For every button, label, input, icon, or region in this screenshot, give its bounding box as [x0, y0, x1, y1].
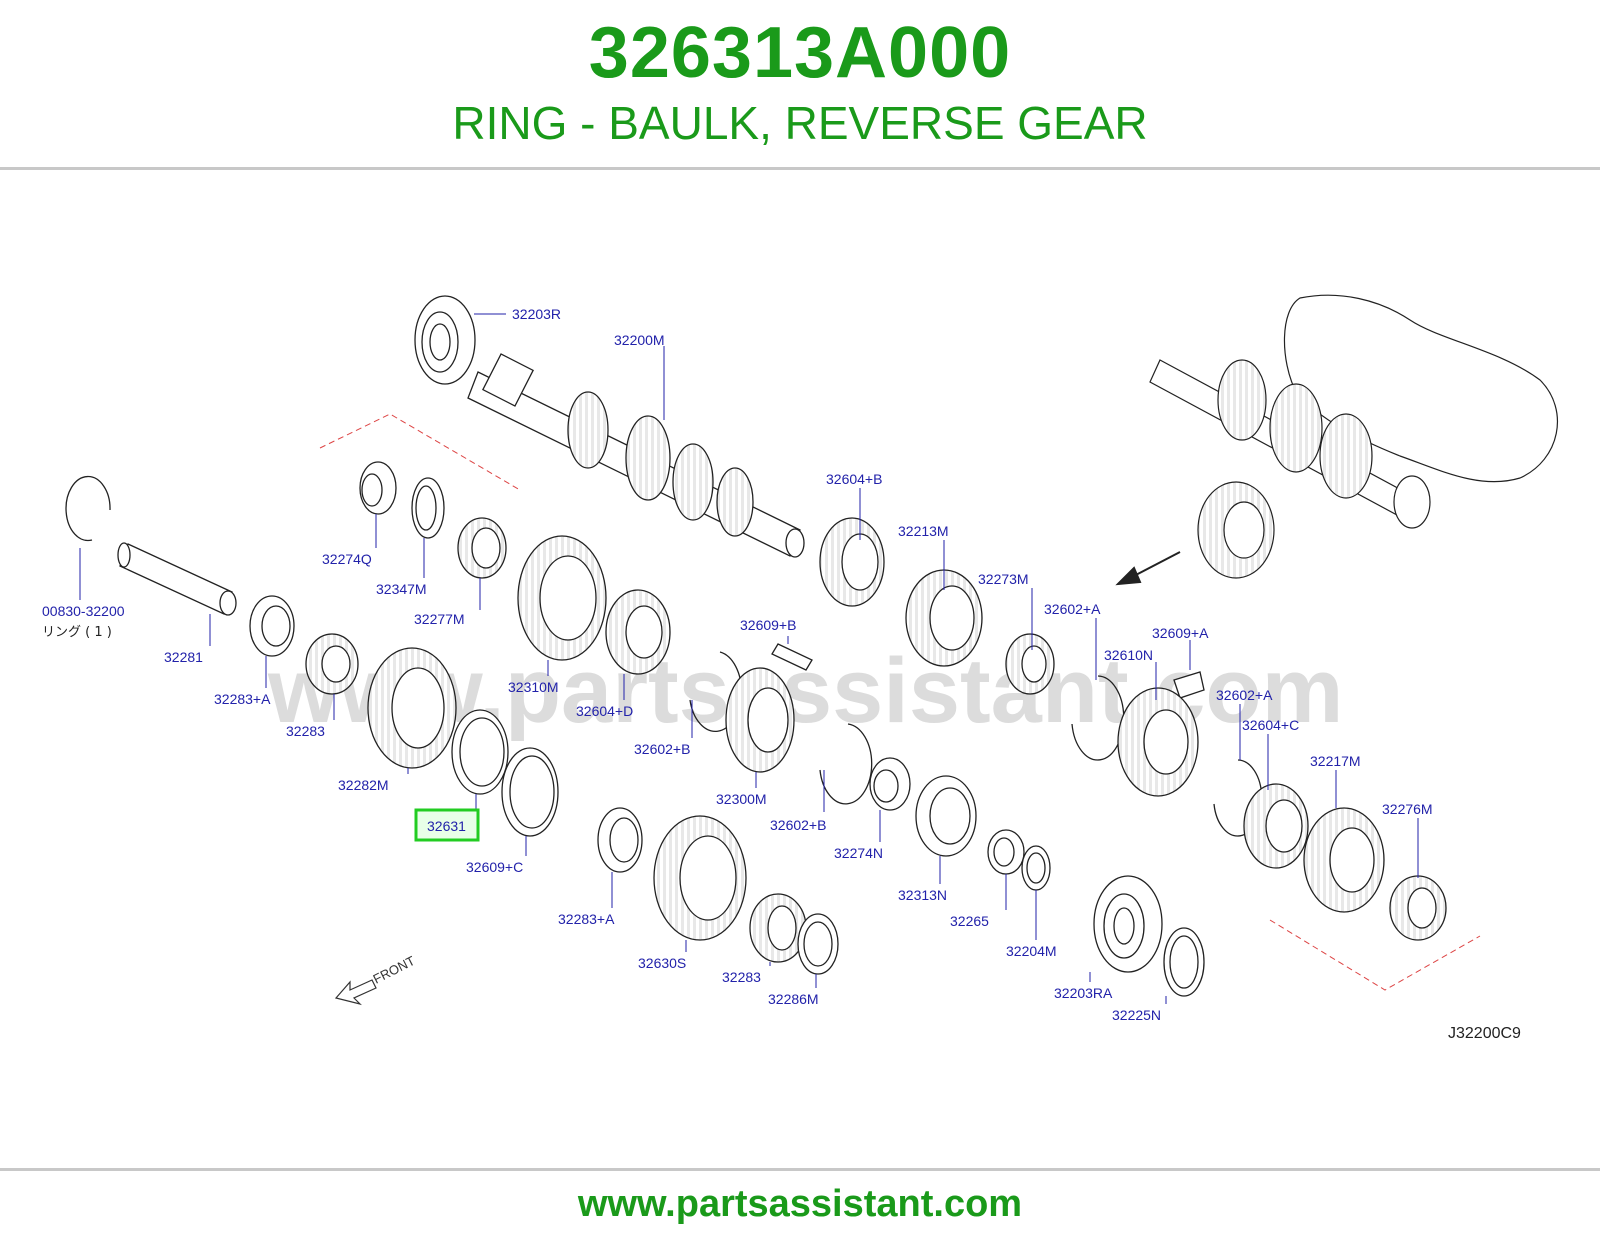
needle-bearing-32277M: [457, 517, 507, 579]
assembled-shaft-overview: [1149, 294, 1558, 579]
callout-32604D[interactable]: 32604+D: [576, 703, 633, 719]
sleeve-32300M: [725, 667, 795, 773]
needle-bearing-32273M: [1005, 633, 1055, 695]
snap-ring-32602A-upper: [1071, 675, 1125, 761]
callout-32282M[interactable]: 32282M: [338, 777, 389, 793]
callout-32604C[interactable]: 32604+C: [1242, 717, 1299, 733]
callout-32283-lower[interactable]: 32283: [722, 969, 761, 985]
washer-32225N: [1163, 927, 1205, 997]
part-number-title: 326313A000: [588, 13, 1012, 93]
callout-32286M[interactable]: 32286M: [768, 991, 819, 1007]
diagram-canvas: www.partsassistant.com: [42, 294, 1558, 1042]
callout-32213M[interactable]: 32213M: [898, 523, 949, 539]
callout-32610N[interactable]: 32610N: [1104, 647, 1153, 663]
callout-32283A-upper[interactable]: 32283+A: [214, 691, 271, 707]
callout-32604B[interactable]: 32604+B: [826, 471, 882, 487]
collar-32313N: [915, 775, 977, 857]
callout-32277M[interactable]: 32277M: [414, 611, 465, 627]
ball-bearing-32203RA: [1093, 875, 1163, 973]
highlighted-part-box: [414, 808, 480, 842]
bush-32274N: [869, 757, 911, 811]
callout-32274Q[interactable]: 32274Q: [322, 551, 372, 567]
diagram-code: J32200C9: [1448, 1025, 1521, 1042]
page-header: 326313A000 RING - BAULK, REVERSE GEAR: [0, 0, 1600, 170]
callout-32631[interactable]: 32631: [427, 818, 466, 834]
washer-32204M: [1021, 845, 1051, 891]
washer-32347M: [411, 477, 445, 539]
callout-32310M[interactable]: 32310M: [508, 679, 559, 695]
baulk-ring-32631: [451, 709, 509, 795]
callout-32203R[interactable]: 32203R: [512, 306, 561, 322]
front-label: FRONT: [371, 953, 418, 987]
main-shaft-32200M: [467, 353, 805, 558]
retaining-ring-00830: [65, 475, 111, 542]
sleeve-32610N: [1117, 687, 1199, 797]
callout-labels: 32203R 32200M 32604+B 32213M 32273M 3260…: [42, 306, 1433, 1023]
exploded-parts-diagram: www.partsassistant.com: [0, 172, 1600, 1172]
pin-32281: [117, 542, 237, 616]
callout-32265[interactable]: 32265: [950, 913, 989, 929]
key-32609B: [771, 643, 813, 671]
ring-note: リング ( 1 ): [42, 625, 112, 640]
callout-32281[interactable]: 32281: [164, 649, 203, 665]
bush-32265: [987, 829, 1025, 875]
leader-lines: [79, 313, 1419, 1004]
callout-32602B-upper[interactable]: 32602+B: [634, 741, 690, 757]
gear-32630S: [653, 815, 747, 941]
callout-32609B[interactable]: 32609+B: [740, 617, 796, 633]
footer-divider: [0, 1168, 1600, 1171]
callout-32274N[interactable]: 32274N: [834, 845, 883, 861]
callout-32609C[interactable]: 32609+C: [466, 859, 523, 875]
callout-00830-32200[interactable]: 00830-32200: [42, 603, 125, 619]
bush-32274Q: [359, 461, 397, 515]
callout-32217M[interactable]: 32217M: [1310, 753, 1361, 769]
callout-32602A-upper[interactable]: 32602+A: [1044, 601, 1101, 617]
needle-bearing-32283-lower: [749, 893, 807, 963]
needle-bearing-32276M: [1389, 875, 1447, 941]
ball-bearing-32203R: [414, 295, 476, 385]
callout-32273M[interactable]: 32273M: [978, 571, 1029, 587]
needle-bearing-32283-left: [305, 633, 359, 695]
gear-32282M: [367, 647, 457, 769]
hub-32604C: [1243, 783, 1309, 869]
callout-32276M[interactable]: 32276M: [1382, 801, 1433, 817]
front-direction-indicator: FRONT: [334, 953, 418, 1006]
washer-32286M: [797, 913, 839, 975]
callout-32602B-lower[interactable]: 32602+B: [770, 817, 826, 833]
callout-32602A-lower[interactable]: 32602+A: [1216, 687, 1273, 703]
snap-ring-32602B-lower: [819, 723, 873, 805]
callout-32347M[interactable]: 32347M: [376, 581, 427, 597]
callout-32225N[interactable]: 32225N: [1112, 1007, 1161, 1023]
assembly-direction-arrow: [1115, 551, 1181, 586]
dashed-group-bracket-bottom: [1269, 919, 1481, 991]
gear-32213M: [905, 569, 983, 667]
header-divider: [0, 167, 1600, 170]
hub-32604D: [605, 589, 671, 675]
callout-32609A[interactable]: 32609+A: [1152, 625, 1209, 641]
part-description: RING - BAULK, REVERSE GEAR: [452, 97, 1148, 149]
footer-website-link[interactable]: www.partsassistant.com: [577, 1183, 1023, 1225]
callout-32204M[interactable]: 32204M: [1006, 943, 1057, 959]
callout-32200M[interactable]: 32200M: [614, 332, 665, 348]
callout-32283A-lower[interactable]: 32283+A: [558, 911, 615, 927]
callout-32313N[interactable]: 32313N: [898, 887, 947, 903]
callout-32203RA[interactable]: 32203RA: [1054, 985, 1113, 1001]
callout-32283-left[interactable]: 32283: [286, 723, 325, 739]
insert-32609A: [1173, 671, 1205, 699]
dashed-group-bracket-top: [319, 413, 521, 491]
hub-32604B: [819, 517, 885, 607]
gear-32310M: [517, 535, 607, 661]
seal-32283A-upper: [249, 595, 295, 657]
callout-32300M[interactable]: 32300M: [716, 791, 767, 807]
seal-32283A-lower: [597, 807, 643, 873]
callout-32630S[interactable]: 32630S: [638, 955, 686, 971]
gear-32217M: [1303, 807, 1385, 913]
ring-32609C: [501, 747, 559, 837]
